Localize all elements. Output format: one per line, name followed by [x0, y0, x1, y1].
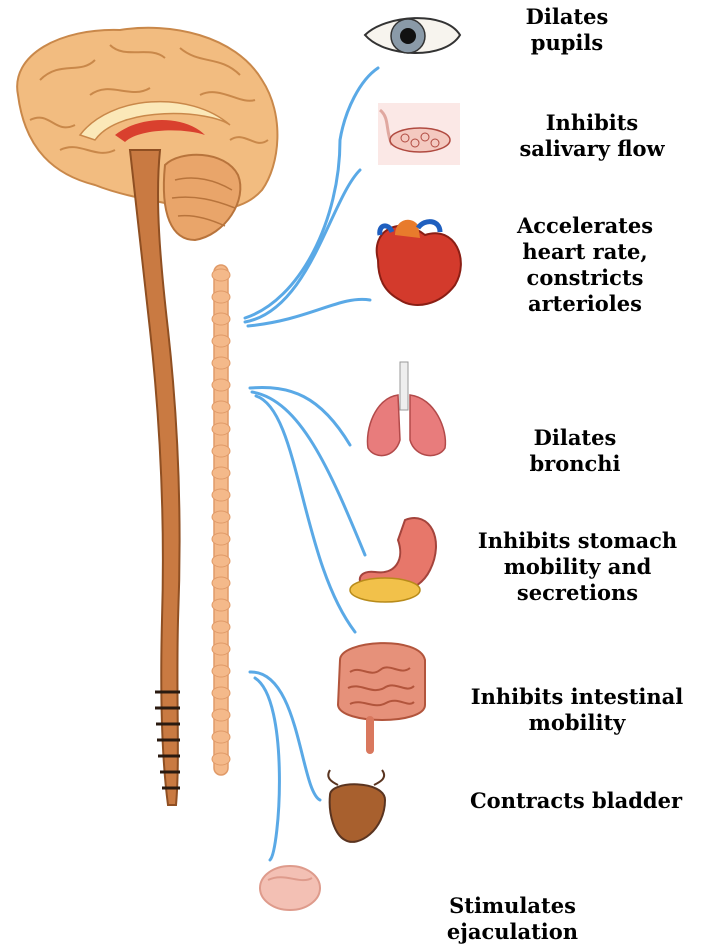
ganglion [212, 555, 230, 567]
spinal-cord [130, 150, 180, 805]
ganglion [212, 643, 230, 655]
ganglion [212, 709, 230, 721]
lungs-icon [367, 362, 445, 456]
ganglion [212, 379, 230, 391]
ganglion [212, 357, 230, 369]
ganglion [212, 665, 230, 677]
bladder-icon [328, 770, 385, 842]
ganglion [212, 291, 230, 303]
heart-icon [377, 220, 461, 305]
ganglion [212, 467, 230, 479]
eye-icon [365, 18, 460, 53]
ganglion [212, 511, 230, 523]
intestine-icon [338, 643, 425, 750]
ganglion [212, 533, 230, 545]
ganglion [212, 445, 230, 457]
ganglion [212, 335, 230, 347]
testis-icon [260, 866, 320, 910]
ganglion [212, 577, 230, 589]
effect-label-bladder: Contracts bladder [452, 788, 700, 814]
salivary-gland-icon [378, 103, 460, 165]
ganglion [212, 269, 230, 281]
ganglion [212, 621, 230, 633]
ganglion [212, 313, 230, 325]
ganglion [212, 687, 230, 699]
stomach-icon [350, 518, 436, 602]
ganglion [212, 423, 230, 435]
sympathetic-chain [212, 265, 230, 775]
ganglion [212, 731, 230, 743]
ganglion [212, 401, 230, 413]
ganglion [212, 753, 230, 765]
ganglion [212, 599, 230, 611]
ganglion [212, 489, 230, 501]
